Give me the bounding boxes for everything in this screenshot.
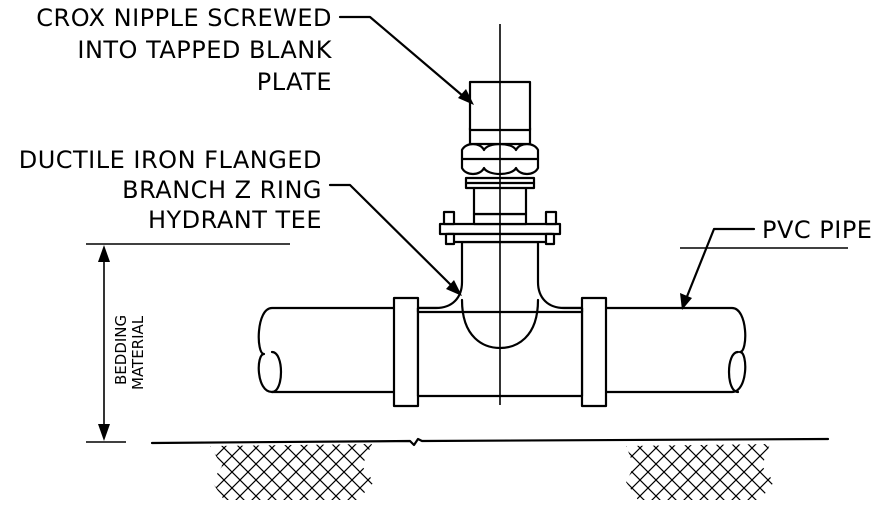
bedding-label-line-1: BEDDING [112,315,130,385]
crox-label-line-3: PLATE [257,68,332,96]
ground-line [150,437,830,447]
crox-leader-arrow [458,89,474,105]
tee-label-line-1: DUCTILE IRON FLANGED [19,146,322,174]
bedding-arrow-up [98,245,110,262]
left-pvc-pipe [257,306,398,394]
tee-leader-arrow [446,280,462,296]
crox-label-line-2: INTO TAPPED BLANK [77,36,332,64]
tee-label-line-2: BRANCH Z RING [122,176,322,204]
crox-nipple-label: CROX NIPPLE SCREWED INTO TAPPED BLANK PL… [36,4,332,96]
pvc-pipe-label: PVC PIPE [762,216,872,244]
soil-hatch-left [210,444,374,500]
ductile-tee-label: DUCTILE IRON FLANGED BRANCH Z RING HYDRA… [19,146,322,234]
soil-hatch-right [626,444,774,500]
right-pvc-pipe [602,306,747,394]
bedding-label-line-2: MATERIAL [129,315,147,390]
tee-label-line-3: HYDRANT TEE [148,206,322,234]
pvc-leader-arrow [680,293,692,310]
pvc-leader [682,227,756,306]
crox-label-line-1: CROX NIPPLE SCREWED [36,4,332,32]
bedding-arrow-down [98,424,110,441]
tee-leader [328,183,460,294]
crox-leader [338,15,472,104]
